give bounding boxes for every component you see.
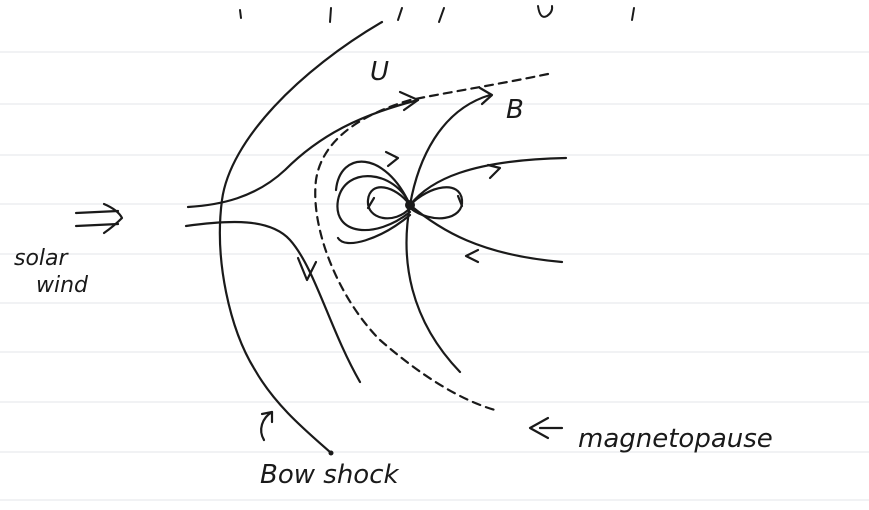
- bow-shock-label: Bow shock: [260, 460, 400, 490]
- bow-shock-curve: [220, 22, 382, 452]
- planet-dot: [405, 200, 415, 210]
- solar-wind-label-line1: solar: [14, 246, 70, 271]
- bow-shock-end-dot: [329, 451, 334, 456]
- flow-velocity-label: U: [370, 57, 389, 87]
- magnetic-field-label: B: [506, 95, 524, 125]
- cut-off-text-marks: [240, 6, 634, 22]
- bow-shock-pointer-arrow-icon: [261, 412, 272, 440]
- solar-wind-arrow-icon: [76, 204, 122, 233]
- magnetopause-pointer-icon: [530, 418, 562, 438]
- magnetopause-label: magnetopause: [578, 424, 773, 454]
- lower-flow-streamline: [186, 222, 360, 382]
- solar-wind-label-line2: wind: [36, 273, 89, 298]
